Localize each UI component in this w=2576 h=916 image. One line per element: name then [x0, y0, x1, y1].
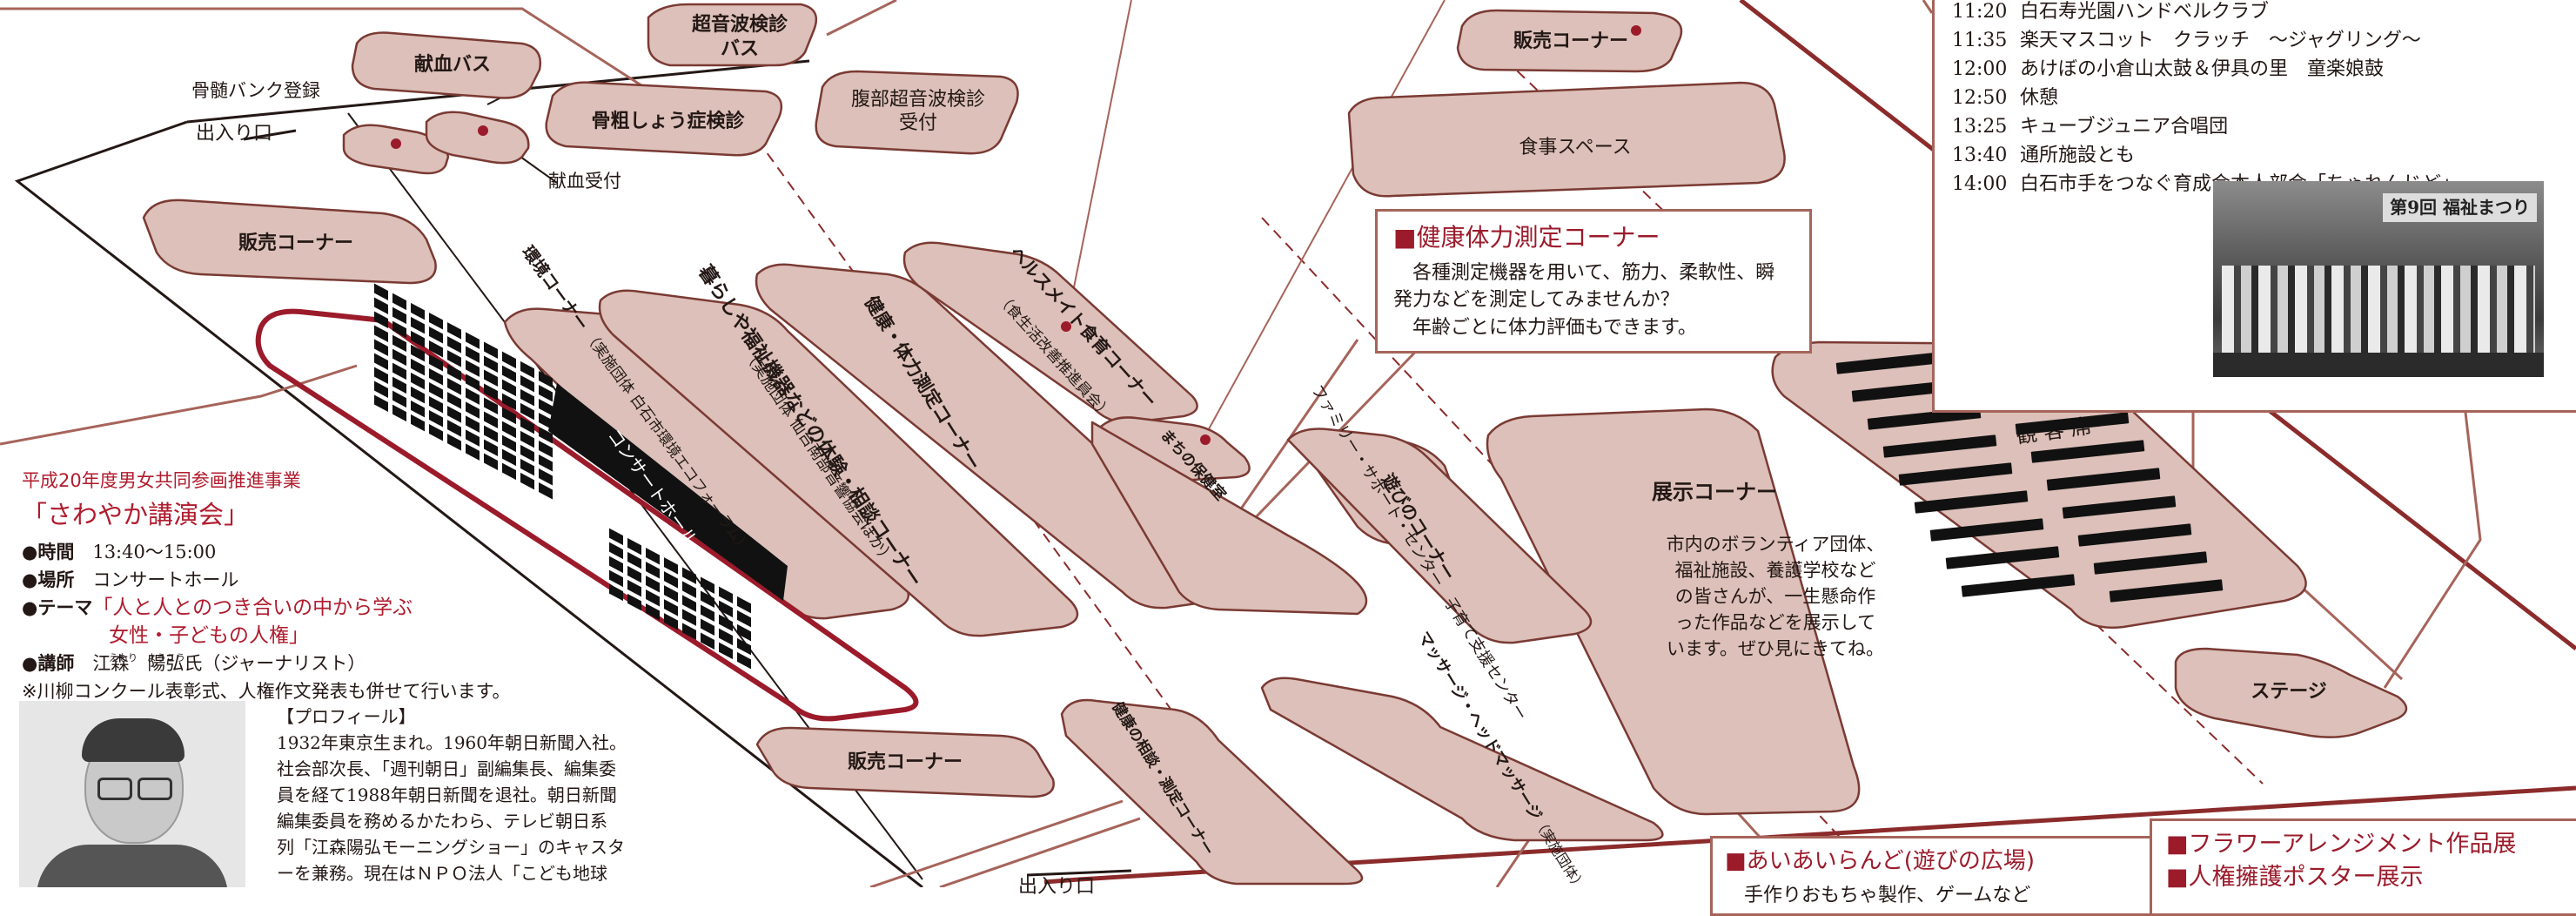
- lecture-time: 13:40〜15:00: [92, 542, 217, 562]
- schedule-row: 11:35 楽天マスコット クラッチ 〜ジャグリング〜: [1952, 26, 2561, 55]
- schedule-item: キューブジュニア合唱団: [2020, 116, 2229, 138]
- audience-row: [1882, 434, 1997, 458]
- audience-row: [2015, 412, 2130, 435]
- schedule-time: 14:00: [1952, 173, 2008, 195]
- audience-row: [1898, 462, 2013, 486]
- schedule-row: 12:50 休憩: [1952, 84, 2561, 112]
- aiai-callout-body: 手作りおもちゃ製作、ゲームなど: [1725, 884, 2031, 906]
- lecture-place: コンサートホール: [92, 569, 239, 590]
- lecture-speaker-ruby: えもり ようこう: [109, 652, 185, 663]
- booth-osteoporosis: 骨粗しょう症検診: [557, 96, 779, 148]
- lecture-theme-line1: 「人と人とのつき合いの中から学ぶ: [92, 596, 413, 619]
- booth-abdominal-ultrasound-label: 腹部超音波検診 受付: [850, 88, 985, 135]
- lecture-theme-label: ●テーマ: [22, 597, 93, 618]
- booth-ultrasound-bus: 超音波検診 バス: [670, 9, 809, 65]
- audience-row: [2093, 551, 2208, 575]
- audience-row: [2062, 495, 2177, 519]
- booth-exhibition: 展示コーナー: [1601, 470, 1828, 514]
- booth-ultrasound-bus-label: 超音波検診 バス: [691, 14, 788, 60]
- booth-osteoporosis-label: 骨粗しょう症検診: [591, 111, 745, 133]
- audience-row: [2046, 468, 2161, 491]
- schedule-time: 12:50: [1952, 87, 2008, 109]
- aiai-callout: ■あいあいらんど(遊びの広場) 手作りおもちゃ製作、ゲームなど: [1710, 836, 2157, 916]
- schedule-item: 休憩: [2020, 87, 2059, 109]
- schedule-row: 11:20 白石寿光園ハンドベルクラブ: [1952, 0, 2561, 26]
- stage-photo: 第9回 福祉まつり: [2213, 181, 2544, 377]
- booth-exhibition-title: 展示コーナー: [1652, 480, 1777, 504]
- flower-exhibit-label: ■フラワーアレンジメント作品展: [2166, 831, 2517, 858]
- booth-sales-bottom: 販売コーナー: [766, 733, 1044, 792]
- schedule-row: 13:25 キューブジュニア合唱団: [1952, 112, 2561, 141]
- schedule-item: あけぼの小倉山太鼓＆伊具の里 童楽娘鼓: [2020, 58, 2385, 80]
- entrance-bottom-label: 出入り口: [1018, 876, 1096, 898]
- bone-marrow-label: 骨髄バンク登録: [191, 80, 321, 101]
- schedule-item: 通所施設とも: [2020, 145, 2136, 166]
- exhibit-callout: ■フラワーアレンジメント作品展 ■人権擁護ポスター展示: [2150, 818, 2576, 916]
- speaker-profile-text: 1932年東京生まれ。1960年朝日新聞入社。 社会部次長、「週刊朝日」副編集長…: [277, 732, 627, 884]
- booth-abdominal-ultrasound: 腹部超音波検診 受付: [827, 77, 1010, 146]
- stage-photo-banner: 第9回 福祉まつり: [2383, 193, 2537, 222]
- fitness-callout-body: 各種測定機器を用いて、筋力、柔軟性、瞬 発力などを測定してみませんか？ 年齢ごと…: [1393, 261, 1775, 340]
- audience-row: [1961, 574, 2076, 597]
- blood-reception-label: 献血受付: [548, 171, 621, 192]
- lecture-speaker: 江森 陽弘氏（ジャーナリスト）: [92, 653, 366, 674]
- booth-blood-bus-label: 献血バス: [413, 54, 491, 77]
- stage-schedule-box: 11:20 白石寿光園ハンドベルクラブ 11:35 楽天マスコット クラッチ 〜ジャグ…: [1932, 0, 2576, 413]
- audience-row: [1929, 518, 2044, 542]
- booth-stage-label: ステージ: [2251, 681, 2327, 704]
- lecture-time-label: ●時間: [22, 542, 75, 562]
- speaker-profile: 【プロフィール】 1932年東京生まれ。1960年朝日新聞入社。 社会部次長、「…: [277, 704, 712, 886]
- schedule-row: 13:40 通所施設とも: [1952, 141, 2561, 170]
- booth-food-space: 食事スペース: [1384, 104, 1767, 192]
- lecture-info: 平成20年度男女共同参画推進事業 「さわやか講演会」 ●時間 13:40〜15:…: [22, 467, 683, 705]
- audience-row: [1945, 546, 2060, 569]
- lecture-speaker-label: ●講師: [22, 653, 75, 674]
- poster-exhibit-label: ■人権擁護ポスター展示: [2166, 864, 2424, 891]
- booth-sales-bottom-label: 販売コーナー: [847, 751, 963, 774]
- booth-stage: ステージ: [2193, 657, 2385, 727]
- booth-sales-top: 販売コーナー: [1471, 13, 1671, 70]
- booth-sales-left: 販売コーナー: [161, 209, 431, 279]
- schedule-item: 白石寿光園ハンドベルクラブ: [2020, 1, 2270, 23]
- lecture-note: ※川柳コンクール表彰式、人権作文発表も併せて行います。: [22, 681, 511, 702]
- booth-sales-left-label: 販売コーナー: [238, 232, 353, 255]
- schedule-time: 11:20: [1952, 1, 2008, 23]
- audience-row: [2030, 440, 2145, 463]
- fitness-callout-title: ■健康体力測定コーナー: [1393, 223, 1660, 252]
- booth-sales-top-label: 販売コーナー: [1513, 30, 1628, 52]
- schedule-time: 13:25: [1952, 116, 2008, 138]
- lecture-program: 平成20年度男女共同参画推進事業: [22, 470, 301, 491]
- schedule-item: 楽天マスコット クラッチ 〜ジャグリング〜: [2020, 30, 2421, 51]
- lecture-place-label: ●場所: [22, 569, 75, 590]
- speaker-portrait: [19, 701, 245, 887]
- speaker-profile-title: 【プロフィール】: [277, 706, 416, 727]
- schedule-time: 13:40: [1952, 145, 2008, 166]
- schedule-row: 12:00 あけぼの小倉山太鼓＆伊具の里 童楽娘鼓: [1952, 55, 2561, 84]
- booth-exhibition-desc: 市内のボランティア団体、 福祉施設、養護学校など の皆さんが、一生懸命作 った作…: [1666, 534, 1885, 659]
- schedule-time: 11:35: [1952, 30, 2008, 51]
- entrance-top-label: 出入り口: [196, 123, 273, 145]
- lecture-theme-line2: 女性・子どもの人権」: [109, 624, 309, 647]
- aiai-callout-title: ■あいあいらんど(遊びの広場): [1725, 848, 2036, 874]
- stage-schedule: 11:20 白石寿光園ハンドベルクラブ 11:35 楽天マスコット クラッチ 〜ジャグ…: [1952, 0, 2561, 199]
- schedule-time: 12:00: [1952, 58, 2008, 80]
- fitness-callout: ■健康体力測定コーナー 各種測定機器を用いて、筋力、柔軟性、瞬 発力などを測定し…: [1375, 209, 1812, 354]
- booth-blood-bus: 献血バス: [366, 39, 540, 91]
- audience-row: [1914, 490, 2029, 514]
- audience-row: [2109, 579, 2224, 603]
- lecture-title: 「さわやか講演会」: [22, 500, 250, 529]
- booth-food-space-label: 食事スペース: [1519, 137, 1632, 159]
- audience-row: [2077, 523, 2192, 547]
